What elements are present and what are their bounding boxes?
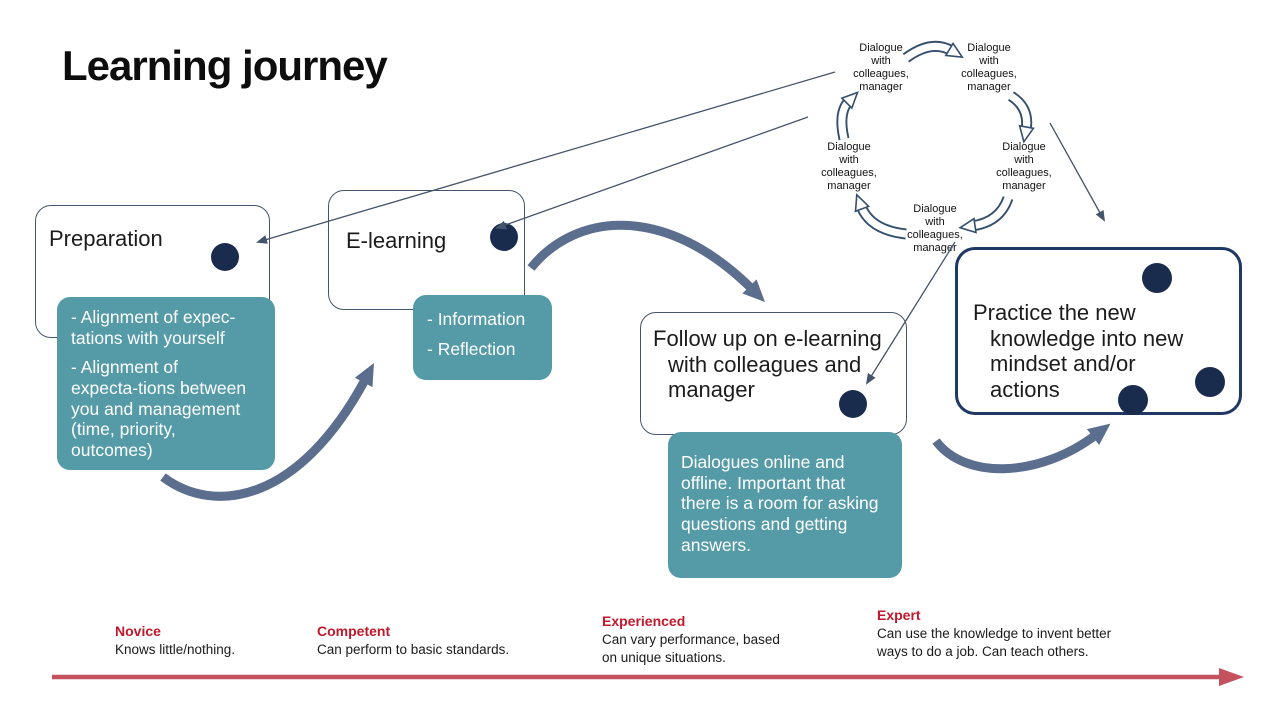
level-description: Can use the knowledge to invent better w… (877, 626, 1112, 659)
note: - Alignment of expecta-tions between you… (71, 357, 247, 460)
page-title: Learning journey (62, 42, 388, 89)
level-name: Expert (877, 607, 921, 623)
level-novice: Novice Knows little/nothing. (115, 622, 235, 659)
note: Dialogues online and offline. Important … (681, 452, 879, 555)
cycle-node: Dialogue with colleagues, manager (853, 42, 909, 93)
cycle-node: Dialogue with colleagues, manager (996, 141, 1052, 192)
level-description: Knows little/nothing. (115, 642, 236, 658)
cycle-node: Dialogue with colleagues, manager (961, 42, 1017, 93)
level-competent: Competent Can perform to basic standards… (317, 622, 509, 659)
cycle-arrow (836, 91, 859, 141)
note: - Information (427, 309, 526, 329)
level-description: Can perform to basic standards. (317, 642, 510, 658)
practice-dot (1118, 385, 1148, 415)
level-name: Novice (115, 623, 161, 639)
practice-dot (1195, 367, 1225, 397)
level-name: Competent (317, 623, 391, 639)
followup-label: Follow up on e-learning with colleagues … (653, 326, 882, 403)
followup-notes: Dialogues online and offline. Important … (668, 432, 902, 578)
level-name: Experienced (602, 613, 686, 629)
followup-dot (839, 390, 867, 418)
arrow-elearning-to-followup (527, 220, 766, 303)
cycle-arrow (1007, 91, 1035, 144)
note: - Reflection (427, 338, 516, 359)
note: - Alignment of expec- tations with yours… (71, 307, 236, 348)
elearning-box: E-learning (328, 190, 525, 310)
arrow-followup-to-practice (932, 423, 1111, 474)
practice-dot (1142, 263, 1172, 293)
elearning-notes: - Information - Reflection (413, 295, 552, 380)
elearning-dot (490, 223, 518, 251)
followup-box: Follow up on e-learning with colleagues … (640, 312, 907, 435)
level-description: Can vary performance, based on unique si… (602, 632, 780, 665)
practice-box: Practice the new knowledge into new mind… (955, 247, 1242, 415)
preparation-label: Preparation (49, 226, 163, 251)
cycle-arrow (958, 195, 1014, 234)
cycle-node: Dialogue with colleagues, manager (907, 203, 963, 254)
level-experienced: Experienced Can vary performance, based … (602, 612, 780, 666)
preparation-notes: - Alignment of expec- tations with yours… (57, 297, 275, 470)
level-expert: Expert Can use the knowledge to invent b… (877, 606, 1111, 660)
arrow-cycle-to-elearning (495, 116, 809, 230)
cycle-node: Dialogue with colleagues, manager (821, 141, 877, 192)
practice-label: Practice the new knowledge into new mind… (973, 300, 1184, 402)
preparation-dot (211, 243, 239, 271)
